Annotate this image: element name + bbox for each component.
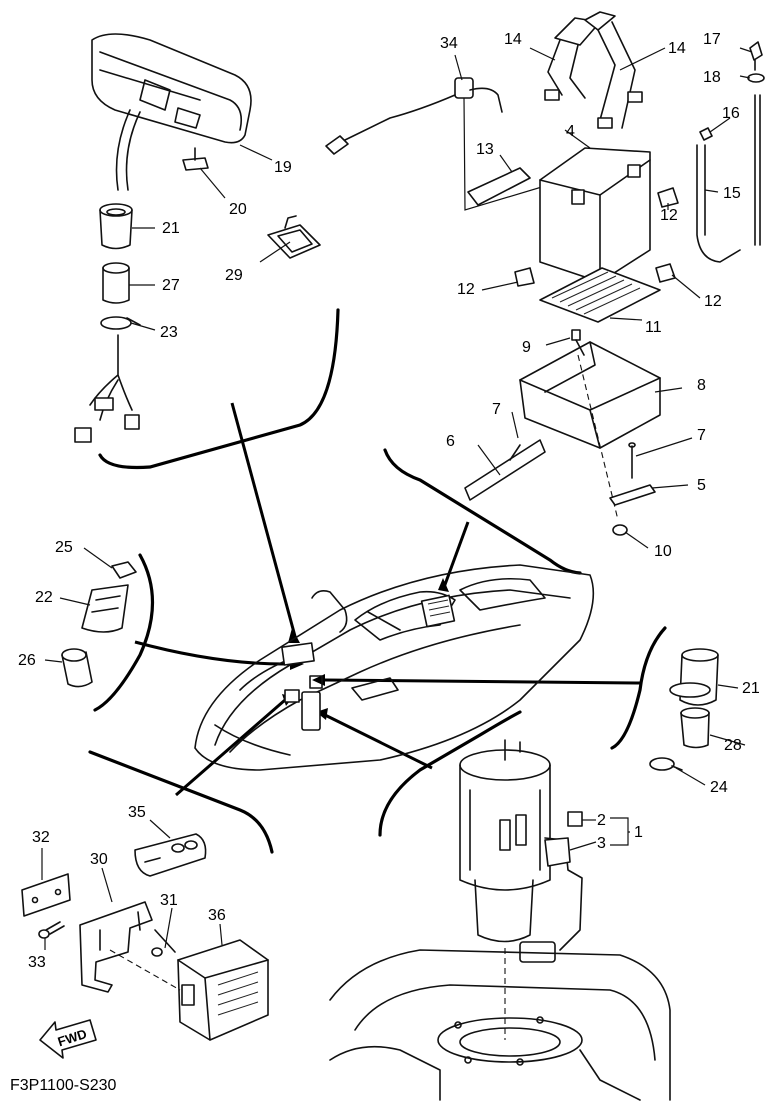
callout-15: 15 bbox=[723, 185, 741, 202]
leader-meter-to-craft bbox=[230, 402, 298, 641]
fuel-pump-assembly bbox=[459, 739, 583, 963]
bracket-pump-group bbox=[378, 710, 522, 837]
battery-4 bbox=[539, 147, 651, 283]
callout-25: 25 bbox=[55, 539, 73, 556]
callout-19: 19 bbox=[274, 159, 292, 176]
arrow-head-meter bbox=[288, 628, 300, 643]
bolt-9 bbox=[571, 329, 619, 521]
callout-9: 9 bbox=[522, 339, 531, 356]
callout-22: 22 bbox=[35, 589, 53, 606]
plate-32 bbox=[21, 873, 71, 917]
bracket-meter-group bbox=[98, 308, 340, 470]
fwd-arrow: FWD bbox=[39, 1019, 97, 1059]
leader-battery-to-craft bbox=[441, 521, 470, 591]
callout-12-bottom: 12 bbox=[704, 293, 722, 310]
case-8 bbox=[519, 341, 661, 449]
callout-23: 23 bbox=[160, 324, 178, 341]
leader-pump-to-craft bbox=[324, 713, 433, 770]
sleeve-26 bbox=[61, 648, 93, 688]
group-brackets bbox=[88, 308, 667, 854]
arrow-head-battery bbox=[438, 578, 449, 592]
callout-10: 10 bbox=[654, 543, 672, 560]
bolt-31 bbox=[151, 929, 176, 957]
bracket-battery-group bbox=[383, 448, 582, 575]
callout-27: 27 bbox=[162, 277, 180, 294]
meter-harness bbox=[74, 334, 140, 443]
bracket-5 bbox=[609, 484, 656, 506]
bracket-ecu-group bbox=[88, 750, 274, 854]
leader-ecu-to-craft bbox=[175, 698, 286, 797]
callout-14-right: 14 bbox=[668, 40, 686, 57]
remote-35 bbox=[134, 833, 207, 877]
callout-3: 3 bbox=[597, 835, 606, 852]
callout-21-top: 21 bbox=[162, 220, 180, 237]
callout-leaders bbox=[41, 47, 753, 950]
bolt-7-lower bbox=[628, 442, 636, 479]
callout-33: 33 bbox=[28, 954, 46, 971]
callout-12-right: 12 bbox=[660, 207, 678, 224]
ecu-dash-line bbox=[109, 949, 181, 991]
clamp-23 bbox=[100, 316, 141, 330]
callout-30: 30 bbox=[90, 851, 108, 868]
callout-17: 17 bbox=[703, 31, 721, 48]
group-leaders bbox=[134, 402, 641, 797]
watercraft-illustration bbox=[194, 564, 595, 771]
callout-5: 5 bbox=[697, 477, 706, 494]
callout-6: 6 bbox=[446, 433, 455, 450]
callout-34: 34 bbox=[440, 35, 458, 52]
bolt-33 bbox=[38, 921, 65, 939]
plate-13 bbox=[467, 167, 531, 206]
ecu-36 bbox=[177, 939, 269, 1041]
callout-7-left: 7 bbox=[492, 401, 501, 418]
callout-24: 24 bbox=[710, 779, 728, 796]
callout-29: 29 bbox=[225, 267, 243, 284]
callout-labels: 19 20 21 27 23 29 34 14 14 17 18 16 15 4… bbox=[18, 31, 760, 971]
clamp-24 bbox=[649, 757, 683, 771]
callout-13: 13 bbox=[476, 141, 494, 158]
callout-35: 35 bbox=[128, 804, 146, 821]
holder-22 bbox=[81, 584, 129, 633]
bracket-30 bbox=[79, 901, 153, 993]
sleeve-28 bbox=[680, 707, 710, 749]
callout-31: 31 bbox=[160, 892, 178, 909]
callout-14-left: 14 bbox=[504, 31, 522, 48]
bracket-6 bbox=[464, 439, 546, 501]
cap-21-top bbox=[99, 203, 133, 250]
callout-28: 28 bbox=[724, 737, 742, 754]
callout-20: 20 bbox=[229, 201, 247, 218]
sender-2 bbox=[567, 811, 583, 827]
cap-21-right bbox=[669, 648, 719, 706]
callout-11: 11 bbox=[645, 319, 662, 336]
bracket-fuel-right bbox=[610, 626, 667, 750]
callout-1: 1 bbox=[634, 824, 643, 841]
callout-4: 4 bbox=[566, 123, 575, 140]
mat-11 bbox=[539, 267, 661, 323]
meter-assembly bbox=[91, 33, 252, 191]
callout-8: 8 bbox=[697, 377, 706, 394]
strap-14 bbox=[544, 11, 643, 129]
callout-12-left: 12 bbox=[457, 281, 475, 298]
leader-fuse-to-craft bbox=[134, 640, 291, 666]
callout-36: 36 bbox=[208, 907, 226, 924]
bracket-fuse-group bbox=[93, 553, 154, 712]
holder-29 bbox=[267, 215, 321, 259]
callout-21-right: 21 bbox=[742, 680, 760, 697]
pad-12 bbox=[514, 187, 679, 287]
coupler-34 bbox=[325, 77, 566, 211]
tank-deck bbox=[329, 949, 671, 1101]
callout-2: 2 bbox=[597, 812, 606, 829]
bolt-17-nut-18 bbox=[747, 41, 765, 83]
callout-26: 26 bbox=[18, 652, 36, 669]
callout-16: 16 bbox=[722, 105, 740, 122]
grommet-20 bbox=[182, 147, 209, 171]
sleeve-27 bbox=[102, 262, 130, 304]
callout-18: 18 bbox=[703, 69, 721, 86]
bracket-3 bbox=[544, 837, 571, 867]
nut-10 bbox=[612, 524, 628, 536]
clip-25 bbox=[111, 561, 137, 579]
diagram-code: F3P1100-S230 bbox=[10, 1077, 117, 1094]
callout-7-right: 7 bbox=[697, 427, 706, 444]
callout-32: 32 bbox=[32, 829, 50, 846]
